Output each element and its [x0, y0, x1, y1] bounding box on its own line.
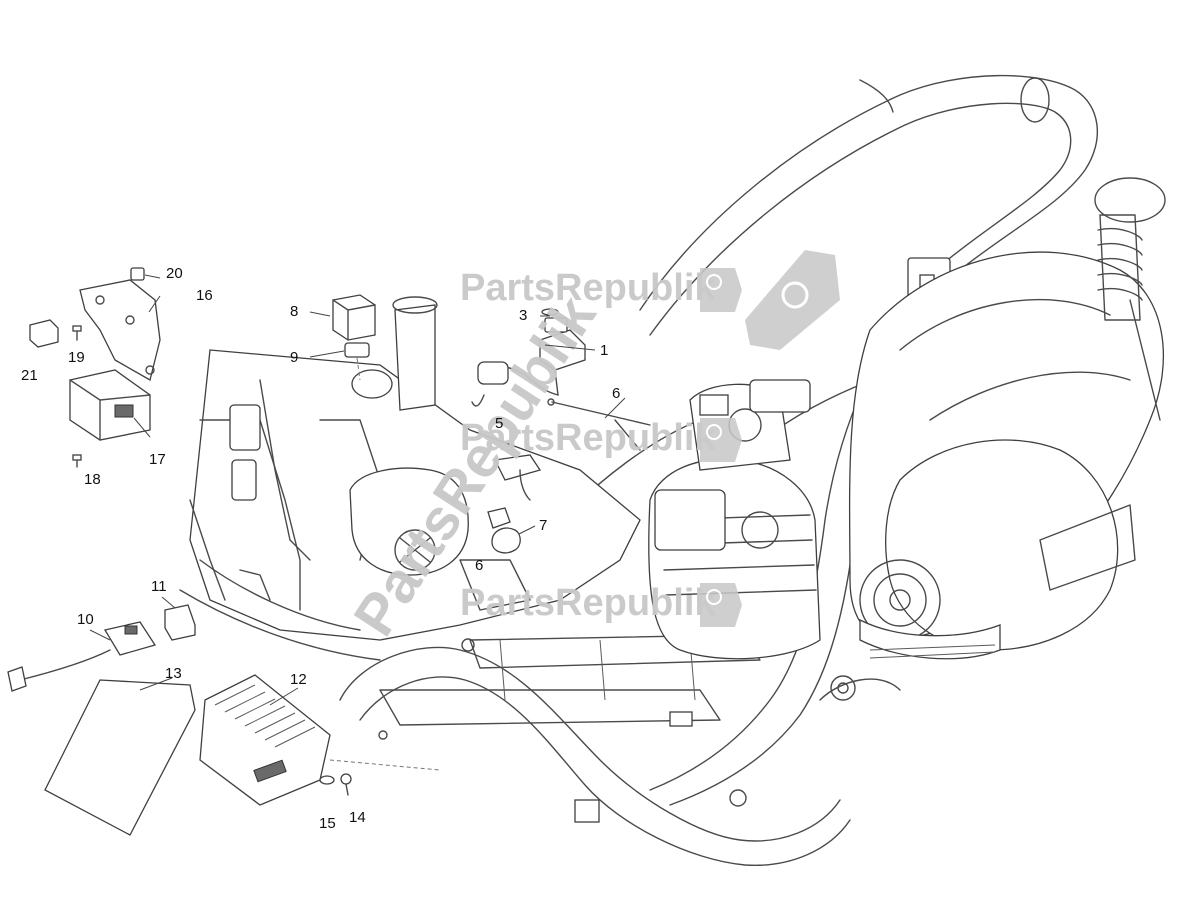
callout-6-upper: 6 [612, 385, 620, 402]
callout-16: 16 [196, 287, 213, 304]
callout-13: 13 [165, 665, 182, 682]
clip-part-6 [487, 507, 511, 529]
watermark-top: PartsRepublik [460, 267, 716, 309]
clip-nut-part-20 [130, 267, 145, 281]
relay-holder-part-9 [344, 342, 370, 358]
callout-14: 14 [349, 809, 366, 826]
callout-12: 12 [290, 671, 307, 688]
callout-6-lower: 6 [475, 557, 483, 574]
relay-part-21 [29, 319, 59, 348]
hose-clamp [491, 527, 521, 554]
callout-3: 3 [519, 307, 527, 324]
washer-part-3 [541, 308, 559, 316]
callout-labels: 1 3 5 6 6 7 8 9 10 11 12 13 14 15 16 17 … [21, 265, 620, 832]
washer-part-15 [319, 775, 335, 785]
watermark-middle: PartsRepublik [460, 417, 716, 459]
screw-part-19 [72, 325, 82, 341]
front-shield [179, 296, 641, 661]
callout-9: 9 [290, 349, 298, 366]
callout-15: 15 [319, 815, 336, 832]
mounting-bracket [79, 279, 161, 381]
electronic-control-unit [199, 674, 331, 806]
leader-lines [89, 274, 626, 706]
callout-7: 7 [539, 517, 547, 534]
callout-21: 21 [21, 367, 38, 384]
callout-8: 8 [290, 303, 298, 320]
screw-part-14 [340, 773, 352, 796]
callout-18: 18 [84, 471, 101, 488]
cable-harness [7, 621, 157, 692]
callout-20: 20 [166, 265, 183, 282]
callout-19: 19 [68, 349, 85, 366]
watermark-bottom: PartsRepublik [460, 582, 716, 624]
callout-5: 5 [495, 415, 503, 432]
control-module [69, 369, 151, 441]
screw-part-18 [72, 454, 82, 468]
relay-part-8 [332, 294, 376, 341]
callout-10: 10 [77, 611, 94, 628]
engine-assembly [648, 177, 1166, 660]
connector-part-11 [164, 604, 196, 641]
callout-1: 1 [600, 342, 608, 359]
sensor-bracket [494, 398, 651, 501]
ignition-coil [471, 317, 586, 407]
instruction-sheet [44, 679, 196, 836]
callout-17: 17 [149, 451, 166, 468]
gear-icon [700, 250, 840, 627]
rear-shock-spring [1094, 177, 1166, 321]
callout-11: 11 [151, 578, 167, 595]
